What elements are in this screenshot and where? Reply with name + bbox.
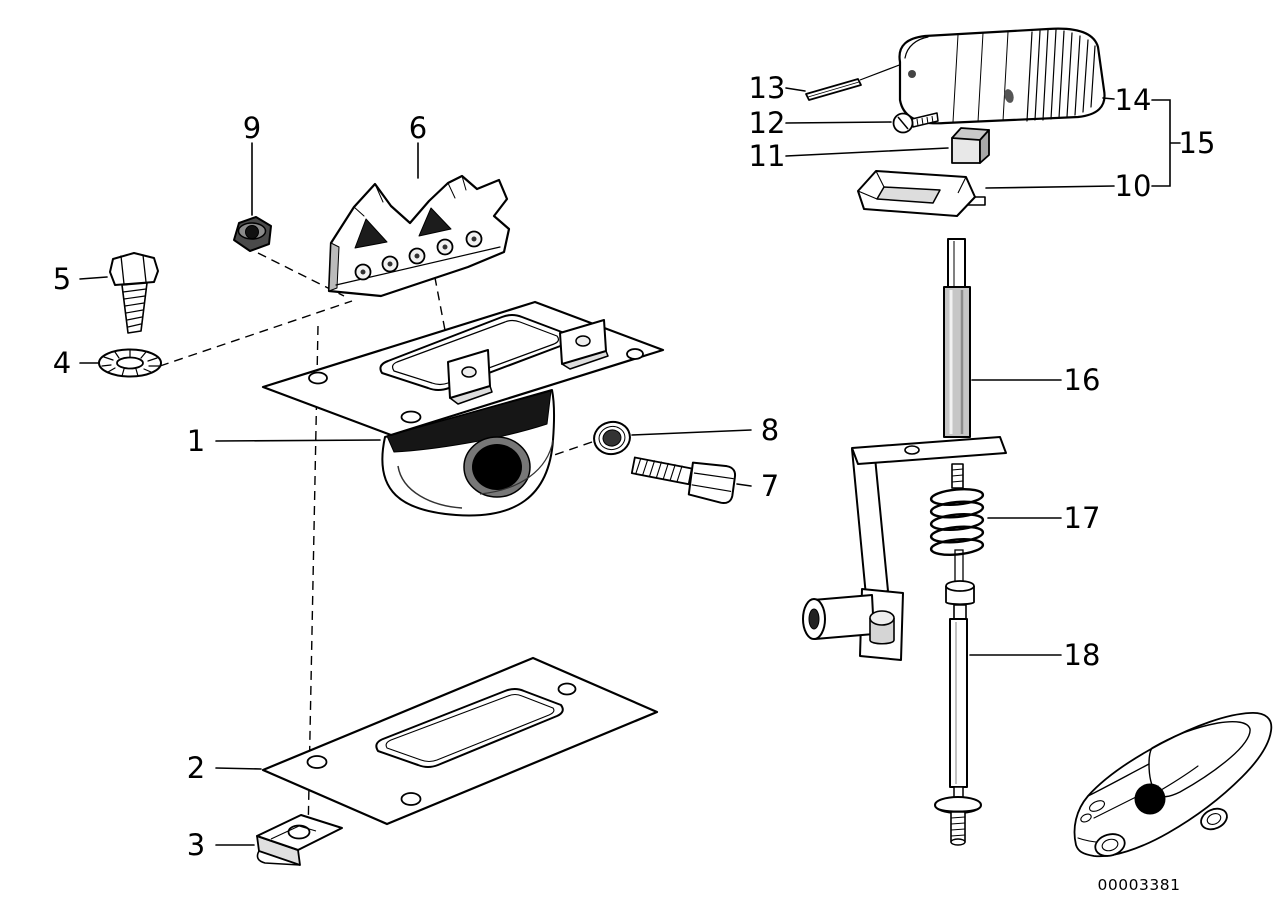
leader-7 bbox=[736, 483, 752, 487]
knob-screw-hole bbox=[1004, 89, 1014, 103]
arm-plate-hole bbox=[904, 445, 920, 455]
knob-pin-hole bbox=[908, 70, 916, 78]
tab-flange bbox=[561, 350, 609, 370]
callout-1: 1 bbox=[187, 424, 205, 458]
part-4-washer bbox=[98, 348, 162, 378]
car-body-outline bbox=[1073, 712, 1273, 858]
leader-8 bbox=[631, 429, 752, 436]
callout-numbers: 1 2 3 4 5 6 7 8 9 10 11 12 13 14 15 16 1… bbox=[53, 71, 1216, 862]
housing-bore bbox=[472, 444, 522, 490]
callout-10: 10 bbox=[1115, 169, 1152, 203]
callout-14: 14 bbox=[1115, 83, 1152, 117]
arm-plate bbox=[851, 436, 1007, 465]
gasket-hole bbox=[306, 755, 328, 769]
part-8-washer bbox=[593, 420, 631, 456]
callout-8: 8 bbox=[761, 413, 779, 447]
callout-6: 6 bbox=[409, 111, 427, 145]
leader-5 bbox=[79, 276, 108, 280]
tab-flange bbox=[449, 385, 493, 405]
part-10-detent-bracket bbox=[857, 170, 986, 217]
callout-5: 5 bbox=[53, 262, 71, 296]
leader-13 bbox=[785, 87, 806, 92]
part-16-selector-rod bbox=[943, 238, 971, 438]
part-7-bolt bbox=[630, 456, 737, 504]
leader-10 bbox=[985, 185, 1115, 189]
plate-hole bbox=[400, 410, 422, 424]
car-greenhouse bbox=[1148, 720, 1251, 798]
part-9-nut bbox=[233, 216, 272, 252]
callout-15: 15 bbox=[1179, 126, 1216, 160]
car-grille bbox=[1080, 813, 1092, 823]
part-12-screw bbox=[892, 112, 939, 134]
gasket-opening bbox=[375, 688, 564, 768]
part-5-bolt bbox=[109, 252, 159, 334]
gasket-hole bbox=[557, 682, 577, 696]
axis-line bbox=[431, 261, 453, 368]
part-1-console bbox=[261, 300, 665, 517]
plate-hole bbox=[308, 371, 328, 385]
tab-hole bbox=[575, 335, 591, 347]
leader-14 bbox=[1102, 97, 1115, 100]
bracket-14-15-10 bbox=[1151, 99, 1181, 187]
callout-7: 7 bbox=[761, 469, 779, 503]
callout-11: 11 bbox=[749, 139, 786, 173]
plate-hole bbox=[626, 348, 644, 360]
part-11-insert-block bbox=[951, 127, 990, 164]
housing-dark-band bbox=[386, 390, 552, 453]
part-17-spring bbox=[929, 487, 985, 584]
gasket-hole bbox=[400, 792, 422, 806]
car-hood-line bbox=[1087, 763, 1150, 797]
axis-line bbox=[159, 300, 353, 367]
part-13-pin bbox=[805, 63, 903, 101]
callout-12: 12 bbox=[749, 106, 786, 140]
leader-2 bbox=[215, 767, 262, 770]
callout-16: 16 bbox=[1064, 363, 1101, 397]
lever-arm bbox=[802, 436, 1007, 661]
axis-line bbox=[527, 441, 593, 465]
car-headlight bbox=[1088, 800, 1106, 812]
callout-leader-lines bbox=[79, 87, 1181, 846]
tab-hole bbox=[461, 366, 477, 378]
part-location-dot bbox=[1134, 783, 1166, 815]
callout-18: 18 bbox=[1064, 638, 1101, 672]
doc-number: 00003381 bbox=[1098, 876, 1181, 894]
callout-4: 4 bbox=[53, 346, 71, 380]
arm-vertical-bar bbox=[851, 446, 889, 597]
leader-12 bbox=[785, 121, 892, 124]
callout-9: 9 bbox=[243, 111, 261, 145]
part-6-shift-gate bbox=[327, 174, 511, 298]
part-2-gasket bbox=[261, 656, 659, 826]
callout-13: 13 bbox=[749, 71, 786, 105]
part-14-shift-knob bbox=[898, 27, 1106, 125]
car-rear-wheel bbox=[1200, 807, 1228, 831]
leader-1 bbox=[215, 439, 381, 442]
callout-17: 17 bbox=[1064, 501, 1101, 535]
part-18-connecting-rod bbox=[934, 580, 982, 846]
vehicle-thumbnail bbox=[1073, 712, 1273, 858]
callout-2: 2 bbox=[187, 751, 205, 785]
callout-3: 3 bbox=[187, 828, 205, 862]
leader-11 bbox=[785, 147, 949, 157]
car-front-wheel bbox=[1094, 833, 1126, 857]
part-3-clip-nut bbox=[256, 814, 343, 866]
